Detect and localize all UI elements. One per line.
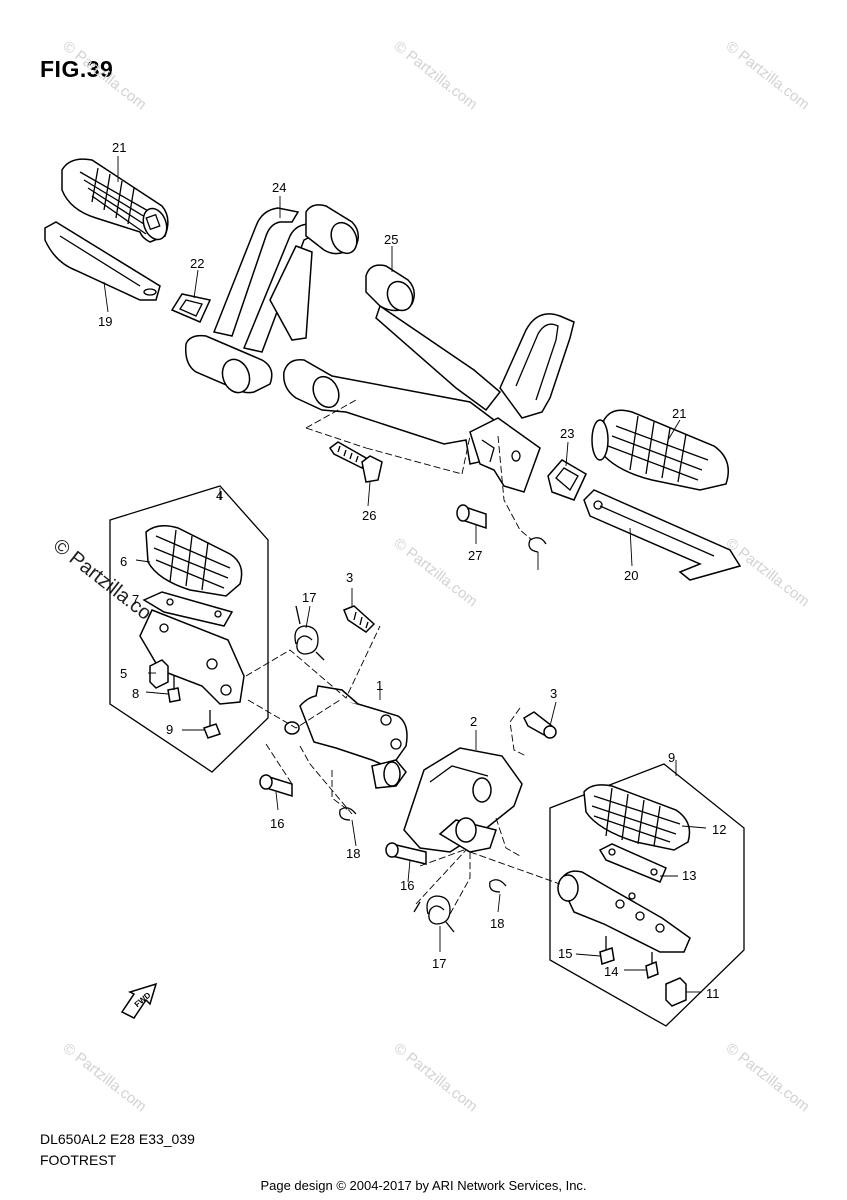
callout: 18	[490, 916, 504, 931]
bracket-1	[284, 685, 408, 789]
section-name: FOOTREST	[40, 1152, 117, 1168]
bracket-2	[403, 747, 523, 853]
assembly-box-4	[109, 485, 269, 773]
footrest-bracket-left	[44, 221, 161, 301]
callout: 26	[362, 508, 376, 523]
damper-22-right	[547, 459, 587, 501]
callout: 12	[712, 822, 726, 837]
callout: 2	[470, 714, 477, 729]
callout: 4	[216, 488, 223, 503]
bolt-9	[203, 710, 221, 739]
pin-16-upper	[259, 774, 293, 798]
callout: 16	[400, 878, 414, 893]
spring-17-lower	[413, 895, 455, 933]
watermark: © Partzilla.com	[723, 535, 813, 611]
callout: 3	[346, 570, 353, 585]
callout: 16	[270, 816, 284, 831]
callout: 9	[166, 722, 173, 737]
bolt-14	[645, 952, 659, 980]
footrest-rubber-6	[145, 525, 243, 597]
footrest-bracket-24	[283, 264, 575, 493]
footrest-rubber-left	[61, 158, 169, 243]
callout-labels: 21 24 22 19 25 21 23 26 27 20 4 6 7 5 8 …	[98, 140, 726, 1001]
figure-title: FIG.39	[40, 56, 114, 82]
watermark: © Partzilla.com	[391, 1040, 481, 1116]
footrest-bracket-right	[583, 489, 742, 581]
assembly-lines	[245, 399, 561, 915]
damper-22-left	[170, 293, 212, 323]
watermark: © Partzilla.com	[723, 1040, 813, 1116]
copyright-footer: Page design © 2004-2017 by ARI Network S…	[260, 1178, 587, 1193]
callout: 3	[550, 686, 557, 701]
callout: 21	[672, 406, 686, 421]
callout: 7	[132, 592, 139, 607]
pin-26	[456, 504, 487, 530]
callout: 24	[272, 180, 286, 195]
callout: 17	[432, 956, 446, 971]
callout: 6	[120, 554, 127, 569]
callout: 22	[190, 256, 204, 271]
clip-27	[528, 537, 547, 553]
footrest-bracket-23	[184, 204, 359, 394]
plate-7	[142, 591, 234, 627]
watermark: © Partzilla.com	[391, 38, 481, 114]
callout: 25	[384, 232, 398, 247]
callout: 27	[468, 548, 482, 563]
bolt-8	[167, 676, 181, 703]
callout: 19	[98, 314, 112, 329]
watermark: © Partzilla.com	[60, 38, 150, 114]
callout: 5	[120, 666, 127, 681]
clip-18-lower	[489, 879, 507, 893]
callout: 17	[302, 590, 316, 605]
fwd-arrow-icon: FWD	[120, 982, 158, 1019]
spring-17-upper	[294, 605, 325, 661]
plate-13	[598, 843, 667, 883]
callout: 20	[624, 568, 638, 583]
nut-11	[665, 977, 687, 1007]
callout: 21	[112, 140, 126, 155]
footrest-rubber-right	[591, 409, 729, 491]
leader-lines	[103, 156, 707, 993]
nut-5	[149, 659, 169, 689]
bolt-15	[599, 936, 615, 965]
callout: 9	[668, 750, 675, 765]
callout: 1	[376, 678, 383, 693]
assembly-box-10	[549, 763, 745, 1027]
watermark: © Partzilla.com	[60, 1040, 150, 1116]
watermark: © Partzilla.com	[723, 38, 813, 114]
clip-18-upper	[339, 807, 357, 821]
callout: 18	[346, 846, 360, 861]
callout: 14	[604, 964, 618, 979]
footrest-body-right	[557, 870, 691, 953]
callout: 13	[682, 868, 696, 883]
callout: 15	[558, 946, 572, 961]
callout: 11	[706, 986, 720, 1001]
diagram-code: DL650AL2 E28 E33_039	[40, 1131, 195, 1147]
watermark: © Partzilla.com	[391, 535, 481, 611]
footrest-rubber-12	[583, 784, 691, 851]
callout: 8	[132, 686, 139, 701]
bolt-3-lower	[523, 711, 557, 739]
footrest-body-left	[139, 609, 245, 705]
bolt-25	[328, 441, 383, 483]
callout: 23	[560, 426, 574, 441]
bolt-3-upper	[343, 605, 376, 633]
